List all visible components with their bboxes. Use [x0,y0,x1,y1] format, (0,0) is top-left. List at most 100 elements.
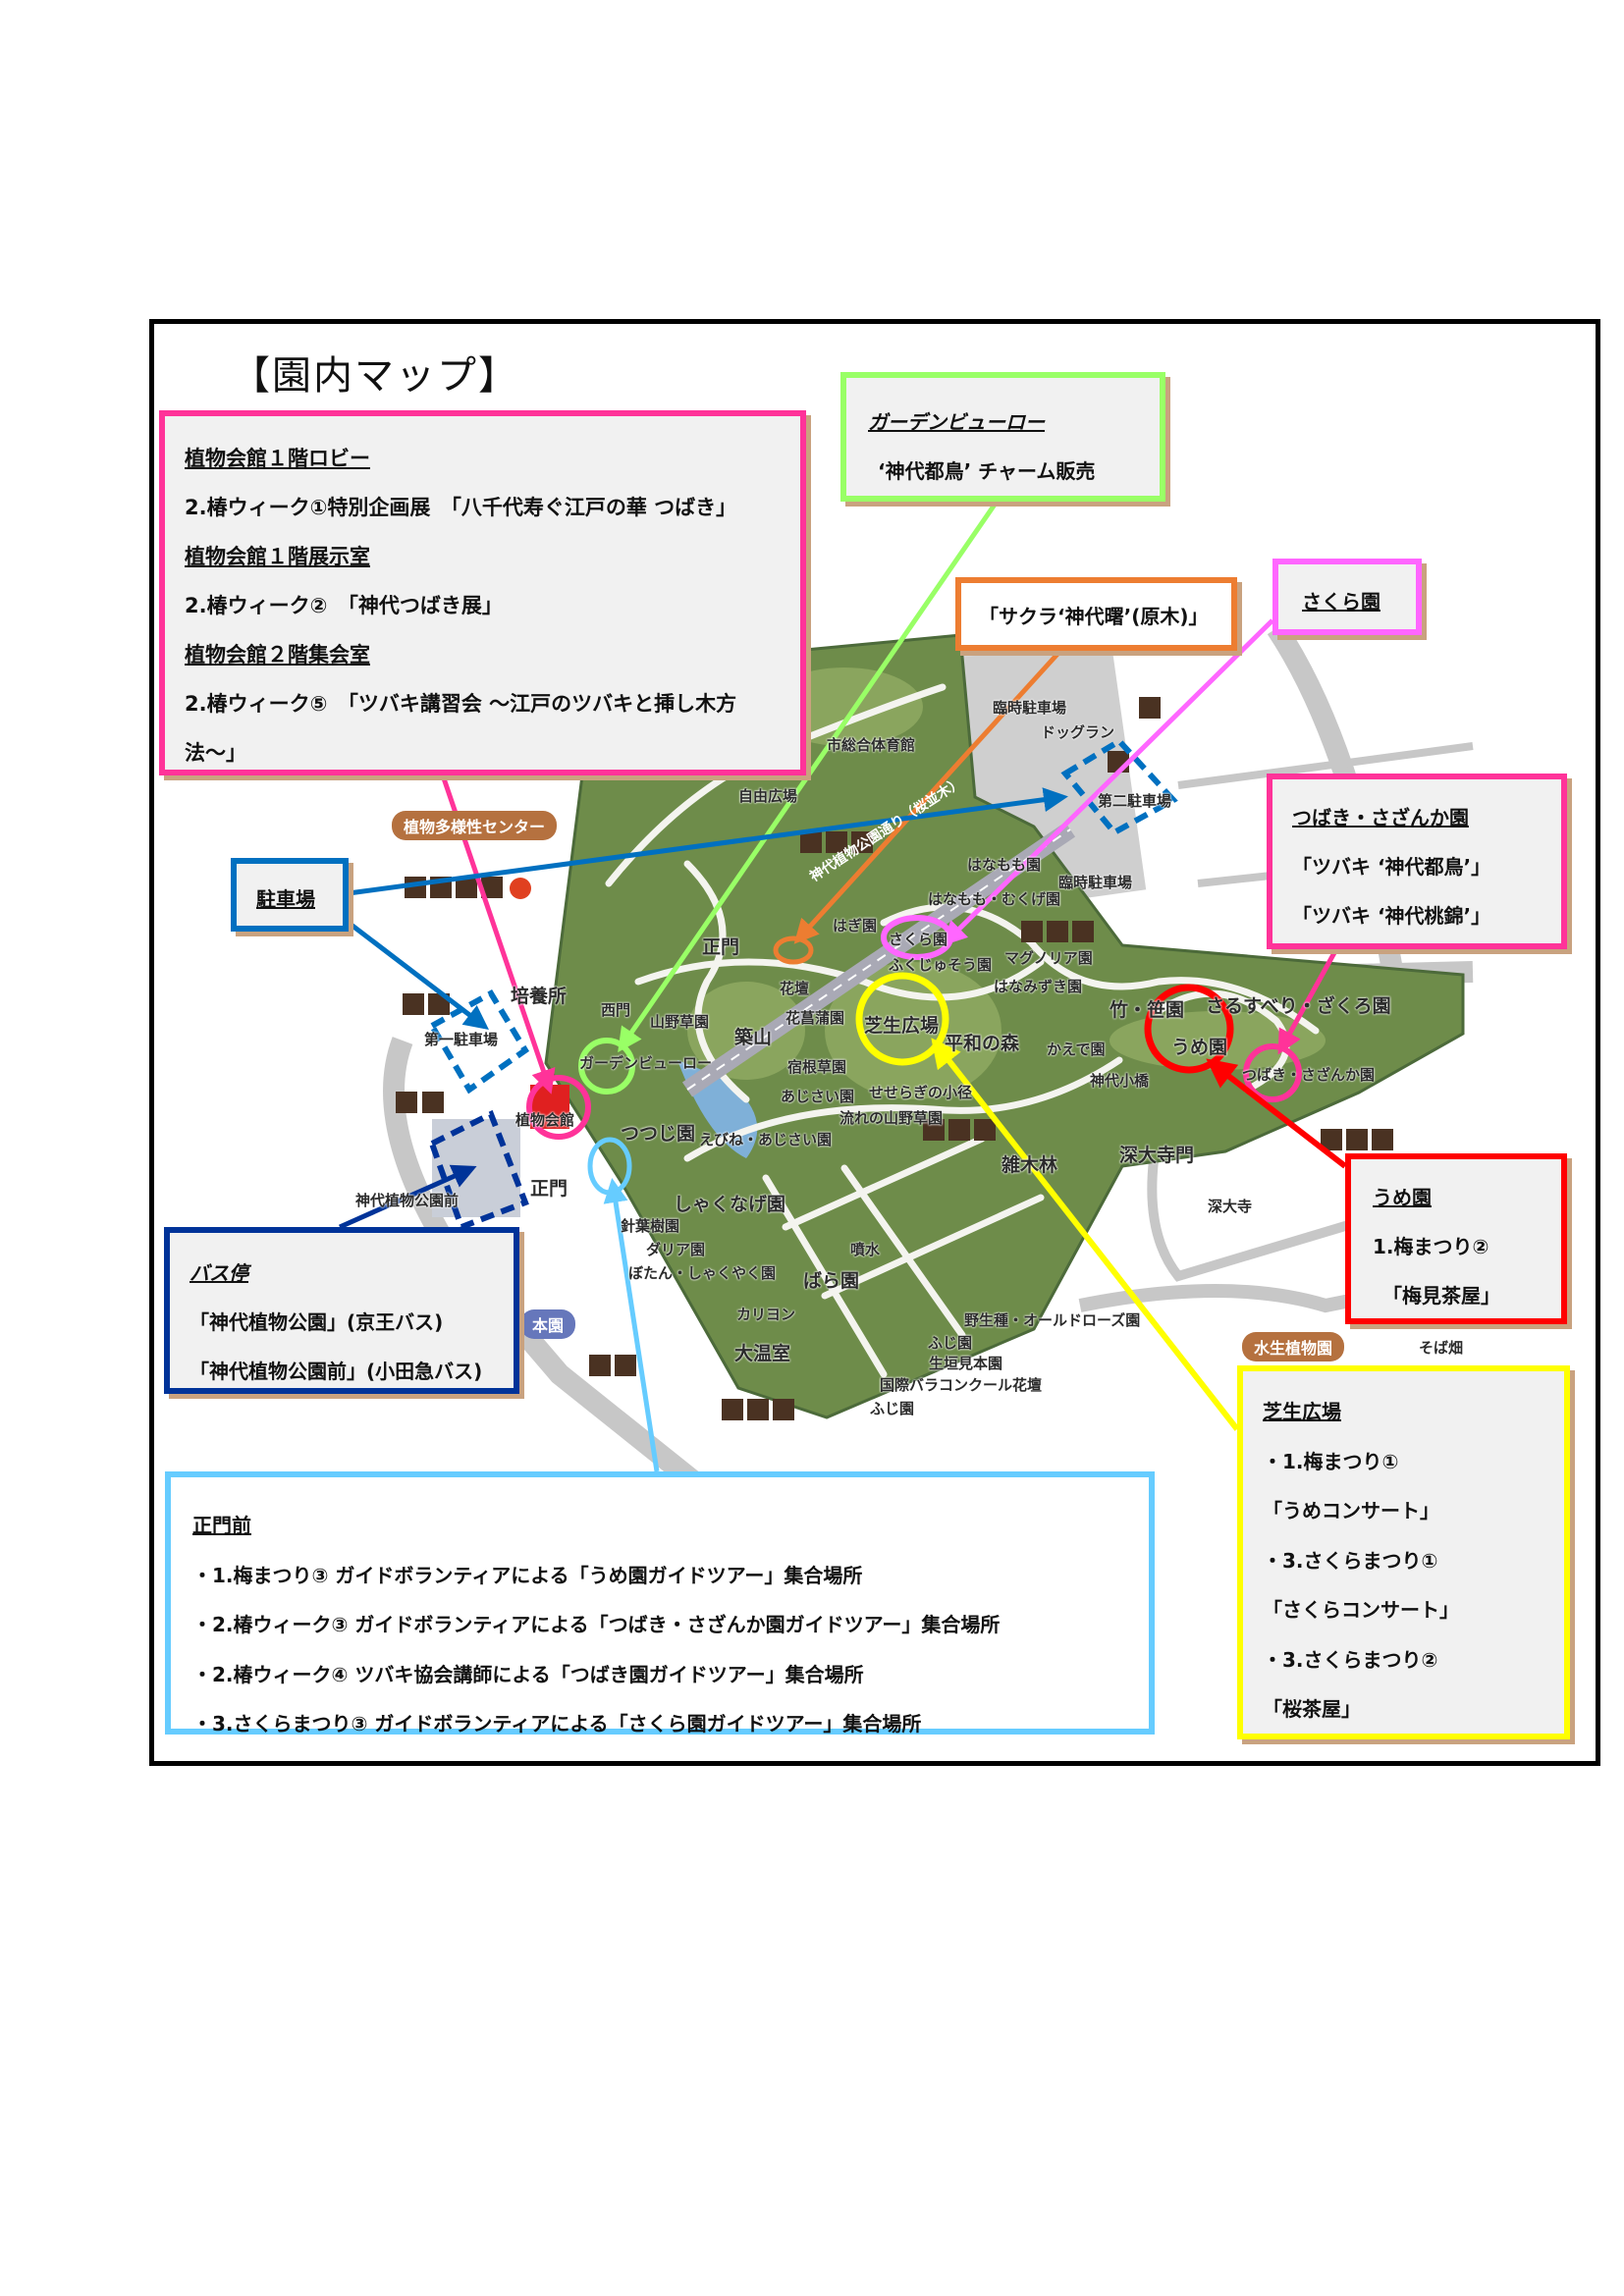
map-label: 深大寺門 [1119,1145,1195,1166]
callout-line: 「神代植物公園」(京王バス) [189,1310,444,1334]
callout-line: ・2.椿ウィーク③ ガイドボランティアによる「つばき・さざんか園ガイドツアー」集… [192,1613,1001,1636]
callout-line: ・1.梅まつり① [1263,1449,1399,1473]
callout-tsubaki-garden: つばき・さざんか園 「ツバキ ‘神代都鳥’」 「ツバキ ‘神代桃錦’」 [1267,774,1567,949]
callout-line: ‘神代都鳥’ チャーム販売 [878,459,1096,483]
map-label: はぎ園 [833,917,878,934]
callout-line: 「ツバキ ‘神代都鳥’」 [1292,855,1491,879]
parking-area-2 [1060,737,1178,836]
callout-heading: 駐車場 [256,887,315,911]
map-label: 生垣見本園 [929,1355,1003,1372]
ume-garden-marker [1144,984,1234,1074]
map-label: つばき・さざんか園 [1242,1066,1376,1084]
map-label: 市総合体育館 [827,736,916,754]
callout-parking: 駐車場 [231,858,349,932]
map-label: 築山 [734,1027,773,1048]
map-label: はなもも園 [967,856,1042,874]
callout-heading: 植物会館２階集会室 [185,643,370,667]
map-label: ガーデンビューロー [579,1054,713,1072]
callout-line: 「さくらコンサート」 [1263,1598,1459,1622]
facility-icons [396,697,1393,1420]
map-label: かえで園 [1047,1041,1106,1058]
map-label: 第二駐車場 [1098,792,1172,810]
map-label: 野生種・オールドローズ園 [964,1311,1141,1329]
callout-heading: 植物会館１階ロビー [185,447,370,470]
callout-heading: バス停 [189,1261,248,1285]
map-label: あじさい園 [781,1088,855,1105]
map-pill-main-garden: 本園 [520,1309,576,1339]
callout-line: 「桜茶屋」 [1263,1697,1361,1721]
callout-line: ・3.さくらまつり③ ガイドボランティアによる「さくら園ガイドツアー」集合場所 [192,1712,922,1735]
map-pill-diversity-center: 植物多様性センター [392,811,558,840]
map-label: 噴水 [850,1241,881,1258]
map-label: ばら園 [803,1270,860,1292]
map-label: ドッグラン [1041,723,1115,741]
callout-heading: さくら園 [1302,590,1380,614]
map-label: 植物会館 [515,1111,575,1129]
map-label: 大温室 [734,1343,791,1364]
map-label: 宿根草園 [787,1058,847,1076]
map-label: つつじ園 [621,1123,696,1145]
map-label: 流れの山野草園 [839,1109,944,1127]
map-label: せせらぎの小径 [869,1084,973,1101]
map-label: 芝生広場 [864,1015,940,1037]
callout-line: ・3.さくらまつり② [1263,1647,1438,1672]
garden-bureau-marker [578,1038,635,1095]
callout-heading: うめ園 [1373,1186,1432,1209]
map-label: さくら園 [889,931,948,948]
callout-main-gate: 正門前 ・1.梅まつり③ ガイドボランティアによる「うめ園ガイドツアー」集合場所… [165,1471,1155,1735]
map-label: 花壇 [780,980,810,997]
map-label: ダリア園 [646,1241,706,1258]
map-label: 花菖蒲園 [785,1009,845,1027]
map-label: 針葉樹園 [621,1217,680,1235]
callout-heading: ガーデンビューロー [868,410,1045,434]
callout-line: 「梅見茶屋」 [1382,1284,1500,1308]
callout-garden-bureau: ガーデンビューロー ‘神代都鳥’ チャーム販売 [840,372,1165,502]
bus-stop-area [428,1109,529,1231]
callout-plant-hall: 植物会館１階ロビー 2.椿ウィーク①特別企画展 「八千代寿ぐ江戸の華 つばき」 … [159,410,806,775]
callout-line: 法～」 [185,741,246,765]
callout-line: 「神代植物公園前」(小田急バス) [189,1360,483,1383]
callout-bus-stop: バス停 「神代植物公園」(京王バス) 「神代植物公園前」(小田急バス) [164,1227,519,1394]
callout-line: 「サクラ‘神代曙’(原木)」 [979,605,1209,628]
callout-heading: 植物会館１階展示室 [185,545,370,568]
map-label: 臨時駐車場 [1058,874,1133,891]
map-label: ふくじゅそう園 [889,956,993,974]
map-label: しゃくなげ園 [674,1194,786,1215]
parking-area-1 [427,988,530,1095]
map-label: 神代植物公園前 [355,1192,460,1209]
tsubaki-garden-marker [1243,1043,1302,1102]
map-label: 西門 [601,1001,631,1019]
map-label: 山野草園 [650,1013,710,1031]
page-frame [149,319,1600,1766]
callout-heading: 正門前 [192,1514,251,1537]
callout-line: 「ツバキ ‘神代桃錦’」 [1292,904,1491,928]
map-label: 第一駐車場 [424,1031,499,1048]
map-label: はなもも・むくげ園 [928,890,1061,908]
callout-line: 2.椿ウィーク①特別企画展 「八千代寿ぐ江戸の華 つばき」 [185,496,737,519]
info-icon [510,878,531,899]
lawn-plaza-marker [855,972,949,1066]
callout-heading: 芝生広場 [1263,1400,1341,1423]
callout-lawn-plaza: 芝生広場 ・1.梅まつり① 「うめコンサート」 ・3.さくらまつり① 「さくらコ… [1237,1365,1570,1739]
map-pill-aquatic-garden: 水生植物園 [1242,1332,1345,1362]
map-label: 神代小橋 [1090,1072,1150,1090]
map-label: 深大寺 [1208,1198,1253,1215]
map-label: うめ園 [1171,1037,1228,1058]
sakura-tree-marker [773,935,814,965]
map-label: えびね・あじさい園 [699,1131,833,1148]
map-label: ふじ園 [870,1400,915,1417]
callout-sakura-garden: さくら園 [1272,559,1422,635]
leader-lines [338,500,1347,1472]
map-label: カリヨン [736,1306,796,1323]
map-label: マグノリア園 [1004,949,1093,967]
map-label: ふじ園 [928,1334,973,1352]
page-title: 【園内マップ】 [231,353,519,399]
map-label: 正門 [530,1178,568,1200]
map-label: 自由広場 [738,787,798,805]
map-label: 平和の森 [945,1033,1020,1054]
callout-line: ・1.梅まつり③ ガイドボランティアによる「うめ園ガイドツアー」集合場所 [192,1563,863,1587]
callout-heading: つばき・さざんか園 [1292,806,1469,829]
callout-sakura-tree: 「サクラ‘神代曙’(原木)」 [955,577,1237,651]
callout-line: 2.椿ウィーク⑤ 「ツバキ講習会 ～江戸のツバキと挿し木方 [185,692,737,716]
